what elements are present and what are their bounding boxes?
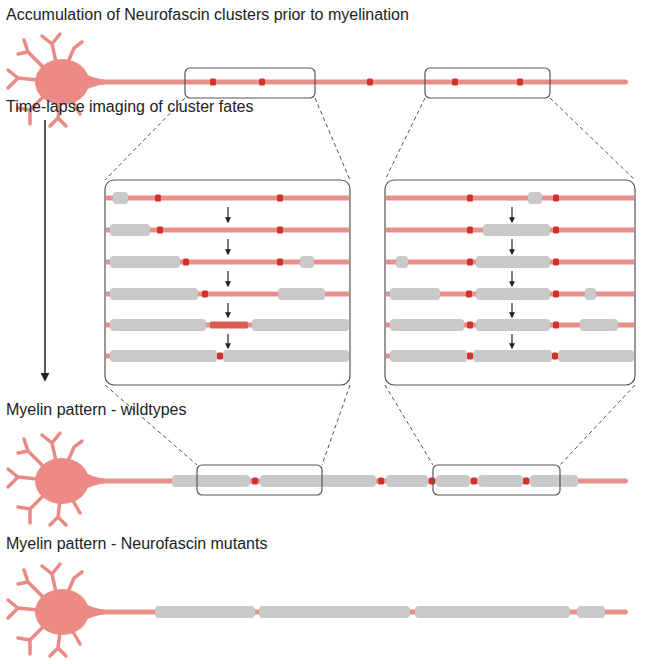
section-heading: Myelin pattern - Neurofascin mutants bbox=[6, 534, 267, 553]
section-heading-wrap: Time-lapse imaging of cluster fates bbox=[6, 97, 254, 116]
neurofascin-cluster bbox=[467, 353, 473, 360]
neurofascin-cluster bbox=[553, 322, 559, 329]
step-arrow bbox=[227, 271, 228, 286]
myelin-sheath bbox=[396, 256, 408, 268]
section-heading-wrap: Myelin pattern - wildtypes bbox=[6, 400, 187, 419]
neurofascin-cluster bbox=[517, 79, 523, 86]
myelin-sheath bbox=[110, 256, 180, 268]
myelin-sheath bbox=[172, 475, 250, 487]
neurofascin-cluster bbox=[217, 353, 223, 360]
section-heading-wrap: Myelin pattern - Neurofascin mutants bbox=[6, 534, 267, 553]
step-arrow bbox=[227, 303, 228, 317]
axon bbox=[106, 196, 349, 201]
myelin-sheath bbox=[580, 319, 618, 331]
myelin-sheath bbox=[390, 350, 467, 362]
neuron-cell-body bbox=[8, 564, 104, 656]
neurofascin-cluster bbox=[277, 195, 283, 202]
neurofascin-cluster bbox=[210, 322, 248, 329]
neurofascin-cluster bbox=[466, 291, 472, 298]
neurofascin-cluster bbox=[277, 227, 283, 234]
myelin-sheath bbox=[390, 288, 440, 300]
myelin-sheath bbox=[278, 288, 325, 300]
myelin-sheath bbox=[558, 350, 634, 362]
myelin-sheath bbox=[476, 319, 550, 331]
section-heading-wrap: Accumulation of Neurofascin clusters pri… bbox=[6, 5, 409, 24]
step-arrow bbox=[227, 334, 228, 348]
neurofascin-cluster bbox=[553, 195, 559, 202]
myelin-sheath bbox=[436, 475, 470, 487]
myelin-sheath bbox=[473, 350, 552, 362]
myelin-sheath bbox=[252, 319, 349, 331]
myelin-sheath bbox=[110, 350, 217, 362]
step-arrow bbox=[511, 334, 512, 348]
myelin-sheath bbox=[259, 606, 410, 618]
time-arrow bbox=[44, 120, 46, 380]
neurofascin-cluster bbox=[210, 79, 216, 86]
neurofascin-cluster bbox=[452, 79, 458, 86]
myelin-sheath bbox=[530, 475, 578, 487]
neurofascin-cluster bbox=[467, 259, 473, 266]
myelin-sheath bbox=[390, 319, 464, 331]
neurofascin-cluster bbox=[467, 227, 473, 234]
neurofascin-cluster bbox=[552, 353, 558, 360]
myelin-sheath bbox=[476, 288, 550, 300]
myelin-sheath bbox=[110, 224, 150, 236]
time-lapse-panel bbox=[105, 180, 635, 385]
neurofascin-cluster bbox=[523, 478, 529, 485]
myelin-sheath bbox=[415, 606, 570, 618]
myelin-sheath bbox=[260, 475, 376, 487]
neurofascin-cluster bbox=[429, 478, 435, 485]
step-arrow bbox=[227, 207, 228, 222]
myelin-sheath bbox=[528, 192, 542, 204]
neurofascin-cluster bbox=[553, 227, 559, 234]
myelin-sheath bbox=[110, 288, 198, 300]
neurofascin-cluster bbox=[202, 291, 208, 298]
section-heading: Accumulation of Neurofascin clusters pri… bbox=[6, 5, 409, 24]
step-arrow bbox=[511, 271, 512, 286]
step-arrow bbox=[511, 239, 512, 254]
neurofascin-cluster bbox=[183, 259, 189, 266]
neurofascin-cluster bbox=[378, 478, 384, 485]
neuron-cell-body bbox=[8, 433, 104, 525]
myelin-sheath bbox=[577, 606, 605, 618]
axon bbox=[100, 80, 628, 85]
myelin-sheath bbox=[585, 288, 596, 300]
step-arrow bbox=[511, 207, 512, 222]
neurofascin-cluster bbox=[553, 259, 559, 266]
myelin-sheath bbox=[300, 256, 314, 268]
neurofascin-cluster bbox=[553, 291, 559, 298]
myelin-sheath bbox=[113, 192, 128, 204]
myelin-sheath bbox=[110, 319, 206, 331]
section-heading: Myelin pattern - wildtypes bbox=[6, 400, 187, 419]
myelin-sheath bbox=[223, 350, 349, 362]
myelin-sheath bbox=[476, 256, 550, 268]
myelin-sheath bbox=[478, 475, 523, 487]
neurofascin-cluster bbox=[252, 478, 258, 485]
neurofascin-cluster bbox=[277, 259, 283, 266]
myelin-sheath bbox=[155, 606, 255, 618]
neurofascin-cluster bbox=[367, 79, 373, 86]
section-heading: Time-lapse imaging of cluster fates bbox=[6, 97, 254, 116]
myelin-sheath bbox=[483, 224, 550, 236]
neurofascin-cluster bbox=[259, 79, 265, 86]
step-arrow bbox=[511, 303, 512, 317]
neurofascin-cluster bbox=[467, 322, 473, 329]
myelin-sheath bbox=[386, 475, 428, 487]
neurofascin-cluster bbox=[471, 478, 477, 485]
neurofascin-cluster bbox=[467, 195, 473, 202]
step-arrow bbox=[227, 239, 228, 254]
neurofascin-cluster bbox=[157, 227, 163, 234]
neurofascin-cluster bbox=[155, 195, 161, 202]
axon bbox=[386, 196, 634, 201]
